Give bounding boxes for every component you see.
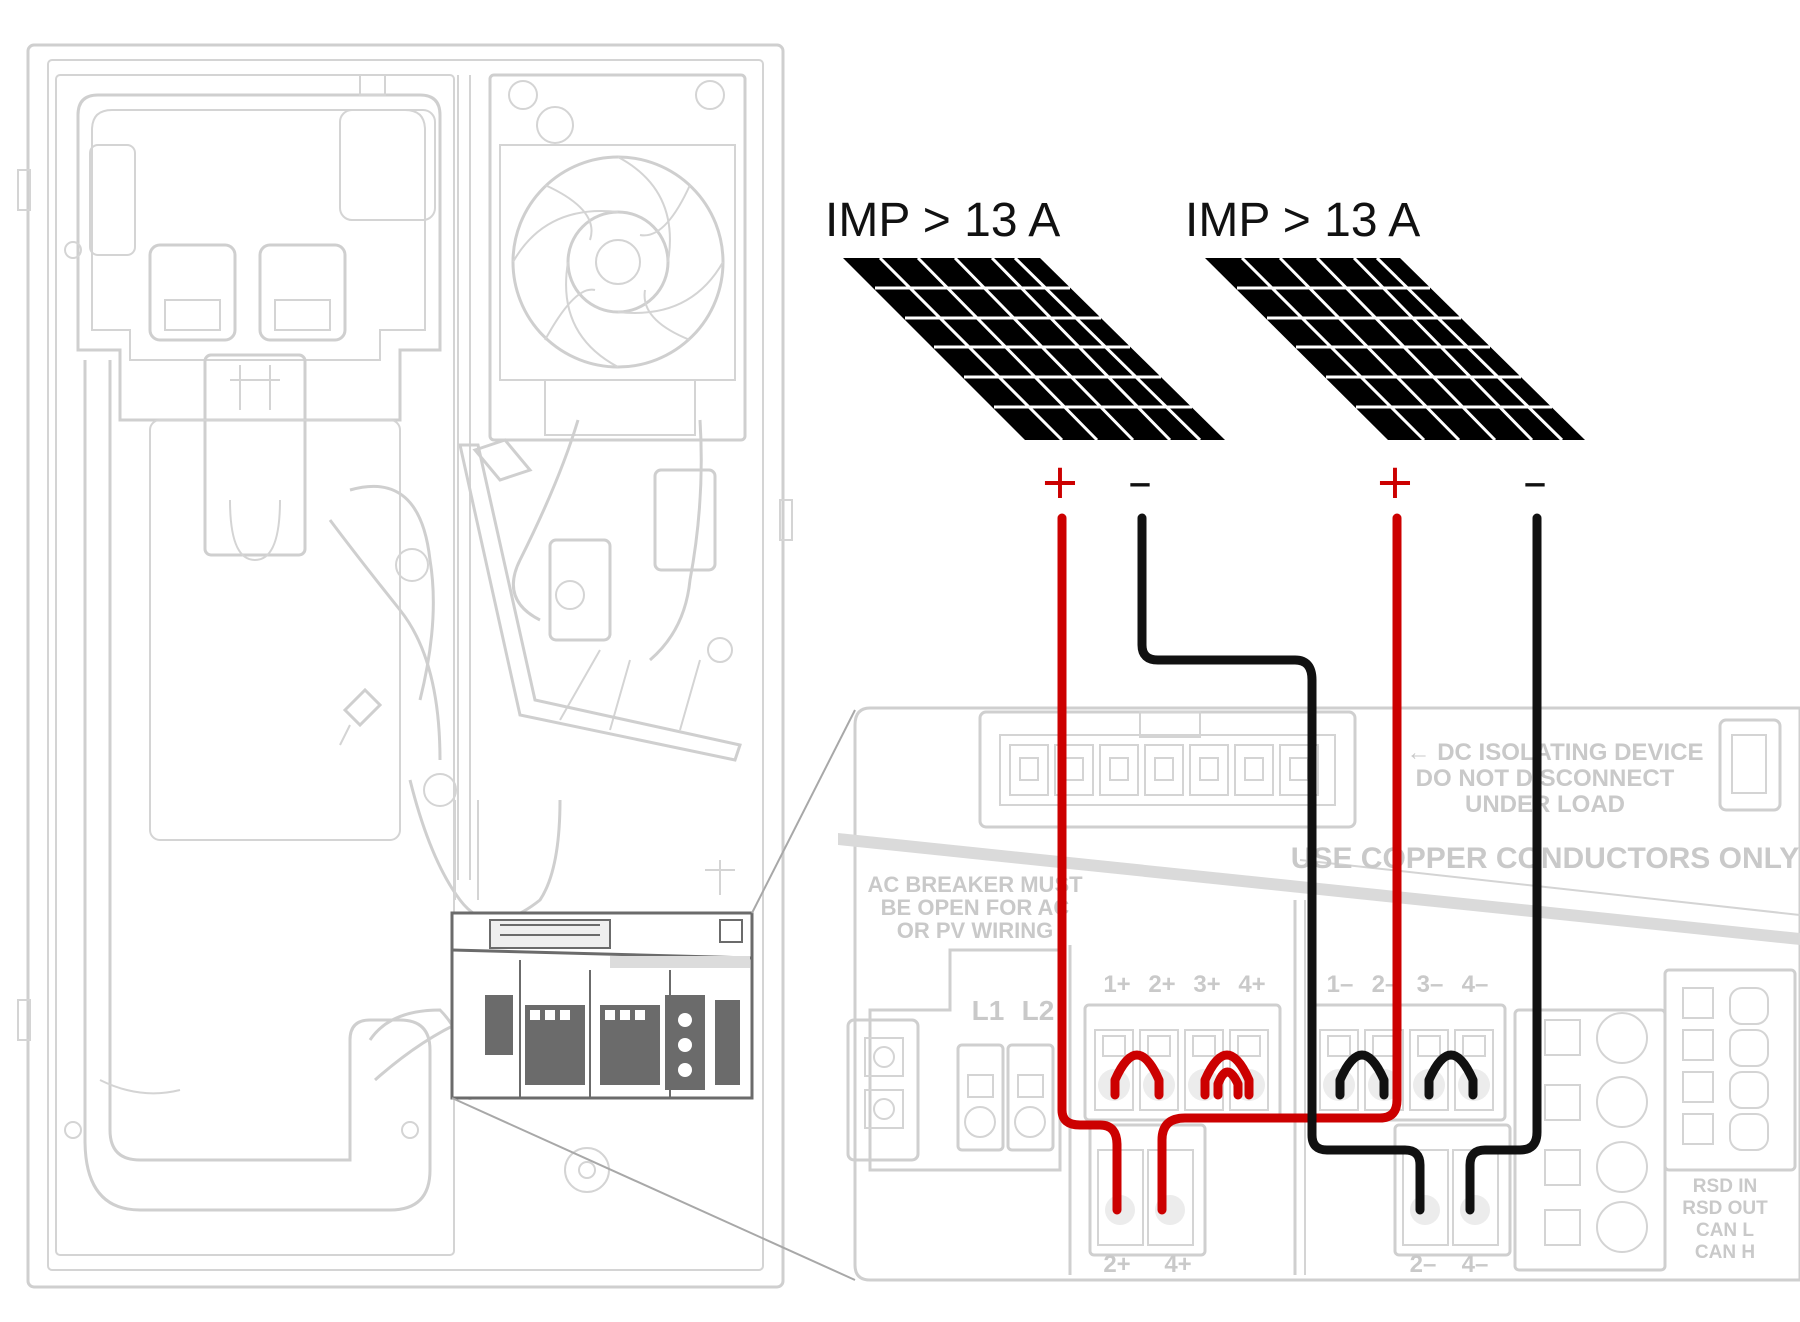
pv-pos-label-1: 1+ bbox=[1103, 971, 1130, 998]
wire-panel2-negative bbox=[1465, 513, 1542, 1215]
bottom-neg-label-4: 4– bbox=[1462, 1251, 1489, 1278]
jumper-1minus-2minus bbox=[1335, 1050, 1389, 1100]
ac-breaker-line3: OR PV WIRING bbox=[897, 918, 1053, 943]
zoom-line-bottom bbox=[451, 1097, 856, 1281]
pv-neg-label-1: 1– bbox=[1327, 971, 1354, 998]
pv-pos-label-4: 4+ bbox=[1238, 971, 1265, 998]
panel-1-label: IMP > 13 A bbox=[825, 194, 1060, 247]
panel-2-grid bbox=[1237, 256, 1564, 442]
pv-neg-label-4: 4– bbox=[1462, 971, 1489, 998]
pv-pos-label-3: 3+ bbox=[1193, 971, 1220, 998]
signal-rsd-in: RSD IN bbox=[1693, 1176, 1757, 1197]
dc-isolating-line2: DO NOT DISCONNECT bbox=[1416, 765, 1675, 792]
pv-neg-label-3: 3– bbox=[1417, 971, 1444, 998]
dc-isolating-line3: UNDER LOAD bbox=[1465, 791, 1625, 818]
bottom-pos-label-2: 2+ bbox=[1103, 1251, 1130, 1278]
panel-2-label: IMP > 13 A bbox=[1185, 194, 1420, 247]
pv-pos-label-2: 2+ bbox=[1148, 971, 1175, 998]
jumper-3plus-4plus bbox=[1200, 1050, 1254, 1100]
ac-terminal-l2: L2 bbox=[1022, 995, 1055, 1026]
panel-1-grid bbox=[875, 256, 1202, 442]
wires bbox=[1057, 513, 1542, 1215]
wire-panel1-negative bbox=[1137, 513, 1425, 1215]
jumper-1plus-2plus bbox=[1110, 1050, 1164, 1100]
panel-2-minus: – bbox=[1523, 454, 1547, 510]
inverter-cabinet bbox=[17, 43, 793, 1289]
wire-panel1-positive bbox=[1057, 513, 1122, 1215]
wiring-compartment-zoom: ← DC ISOLATING DEVICE DO NOT DISCONNECT … bbox=[838, 706, 1800, 1282]
signal-rsd-out: RSD OUT bbox=[1682, 1198, 1768, 1219]
panel-1-minus: – bbox=[1128, 454, 1152, 510]
ac-breaker-line1: AC BREAKER MUST bbox=[867, 872, 1083, 897]
bottom-neg-label-2: 2– bbox=[1410, 1251, 1437, 1278]
zoom-line-top bbox=[751, 709, 856, 914]
jumper-3plus-4plus-inner bbox=[1213, 1067, 1243, 1100]
copper-notice: USE COPPER CONDUCTORS ONLY bbox=[1291, 842, 1799, 875]
ac-terminal-l1: L1 bbox=[972, 995, 1005, 1026]
bottom-pos-label-4: 4+ bbox=[1164, 1251, 1191, 1278]
panel-2-plus: + bbox=[1375, 454, 1415, 510]
wire-panel2-positive bbox=[1157, 513, 1402, 1215]
solar-panel-2: IMP > 13 A + – bbox=[1185, 194, 1585, 510]
dc-isolating-line1: ← DC ISOLATING DEVICE bbox=[1407, 739, 1704, 766]
ac-breaker-line2: BE OPEN FOR AC bbox=[881, 895, 1070, 920]
solar-panel-1: IMP > 13 A + – bbox=[825, 194, 1225, 510]
panel-1-plus: + bbox=[1040, 454, 1080, 510]
wiring-box-thumbnail bbox=[450, 911, 754, 1100]
signal-can-h: CAN H bbox=[1695, 1242, 1755, 1263]
jumper-3minus-4minus bbox=[1424, 1050, 1478, 1100]
signal-can-l: CAN L bbox=[1696, 1220, 1754, 1241]
